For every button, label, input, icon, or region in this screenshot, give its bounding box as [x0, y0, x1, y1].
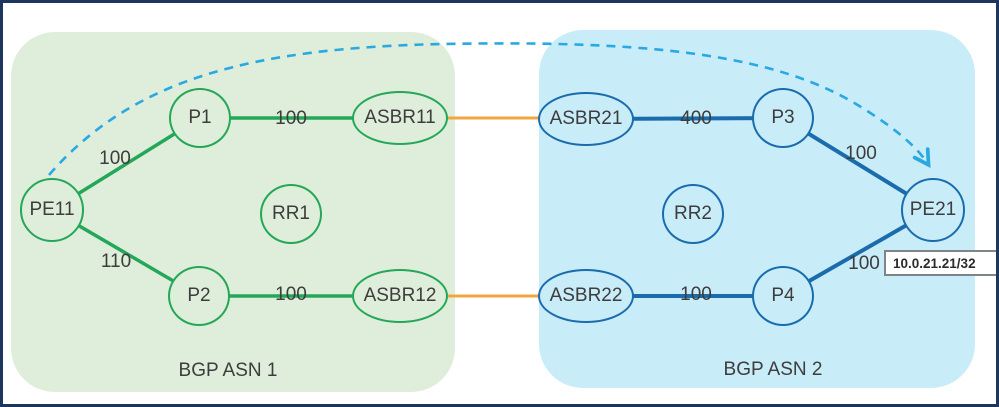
node-asbr22: ASBR22	[538, 269, 634, 323]
region-label-asn1: BGP ASN 1	[178, 360, 278, 381]
region-label-asn2: BGP ASN 2	[723, 359, 823, 380]
cost-pe11-p2: 110	[100, 251, 132, 272]
node-p3: P3	[752, 88, 814, 148]
cost-p2-asbr12: 100	[275, 284, 307, 305]
node-p2: P2	[168, 266, 230, 326]
node-asbr11: ASBR11	[352, 91, 448, 145]
cost-p1-asbr11: 100	[275, 108, 307, 129]
cost-p4-pe21: 100	[848, 253, 880, 274]
node-pe11: PE11	[20, 178, 84, 242]
node-asbr21: ASBR21	[538, 92, 634, 146]
node-p4: P4	[752, 266, 814, 326]
node-asbr12: ASBR12	[352, 269, 448, 323]
node-pe21: PE21	[901, 178, 965, 242]
cost-asbr22-p4: 100	[680, 284, 712, 305]
prefix-annotation: 10.0.21.21/32	[884, 250, 996, 276]
cost-pe11-p1: 100	[99, 148, 131, 169]
cost-p3-pe21: 100	[845, 143, 877, 164]
node-rr1: RR1	[260, 184, 322, 244]
node-rr2: RR2	[662, 184, 724, 244]
node-p1: P1	[169, 88, 231, 148]
cost-asbr21-p3: 400	[680, 108, 712, 129]
